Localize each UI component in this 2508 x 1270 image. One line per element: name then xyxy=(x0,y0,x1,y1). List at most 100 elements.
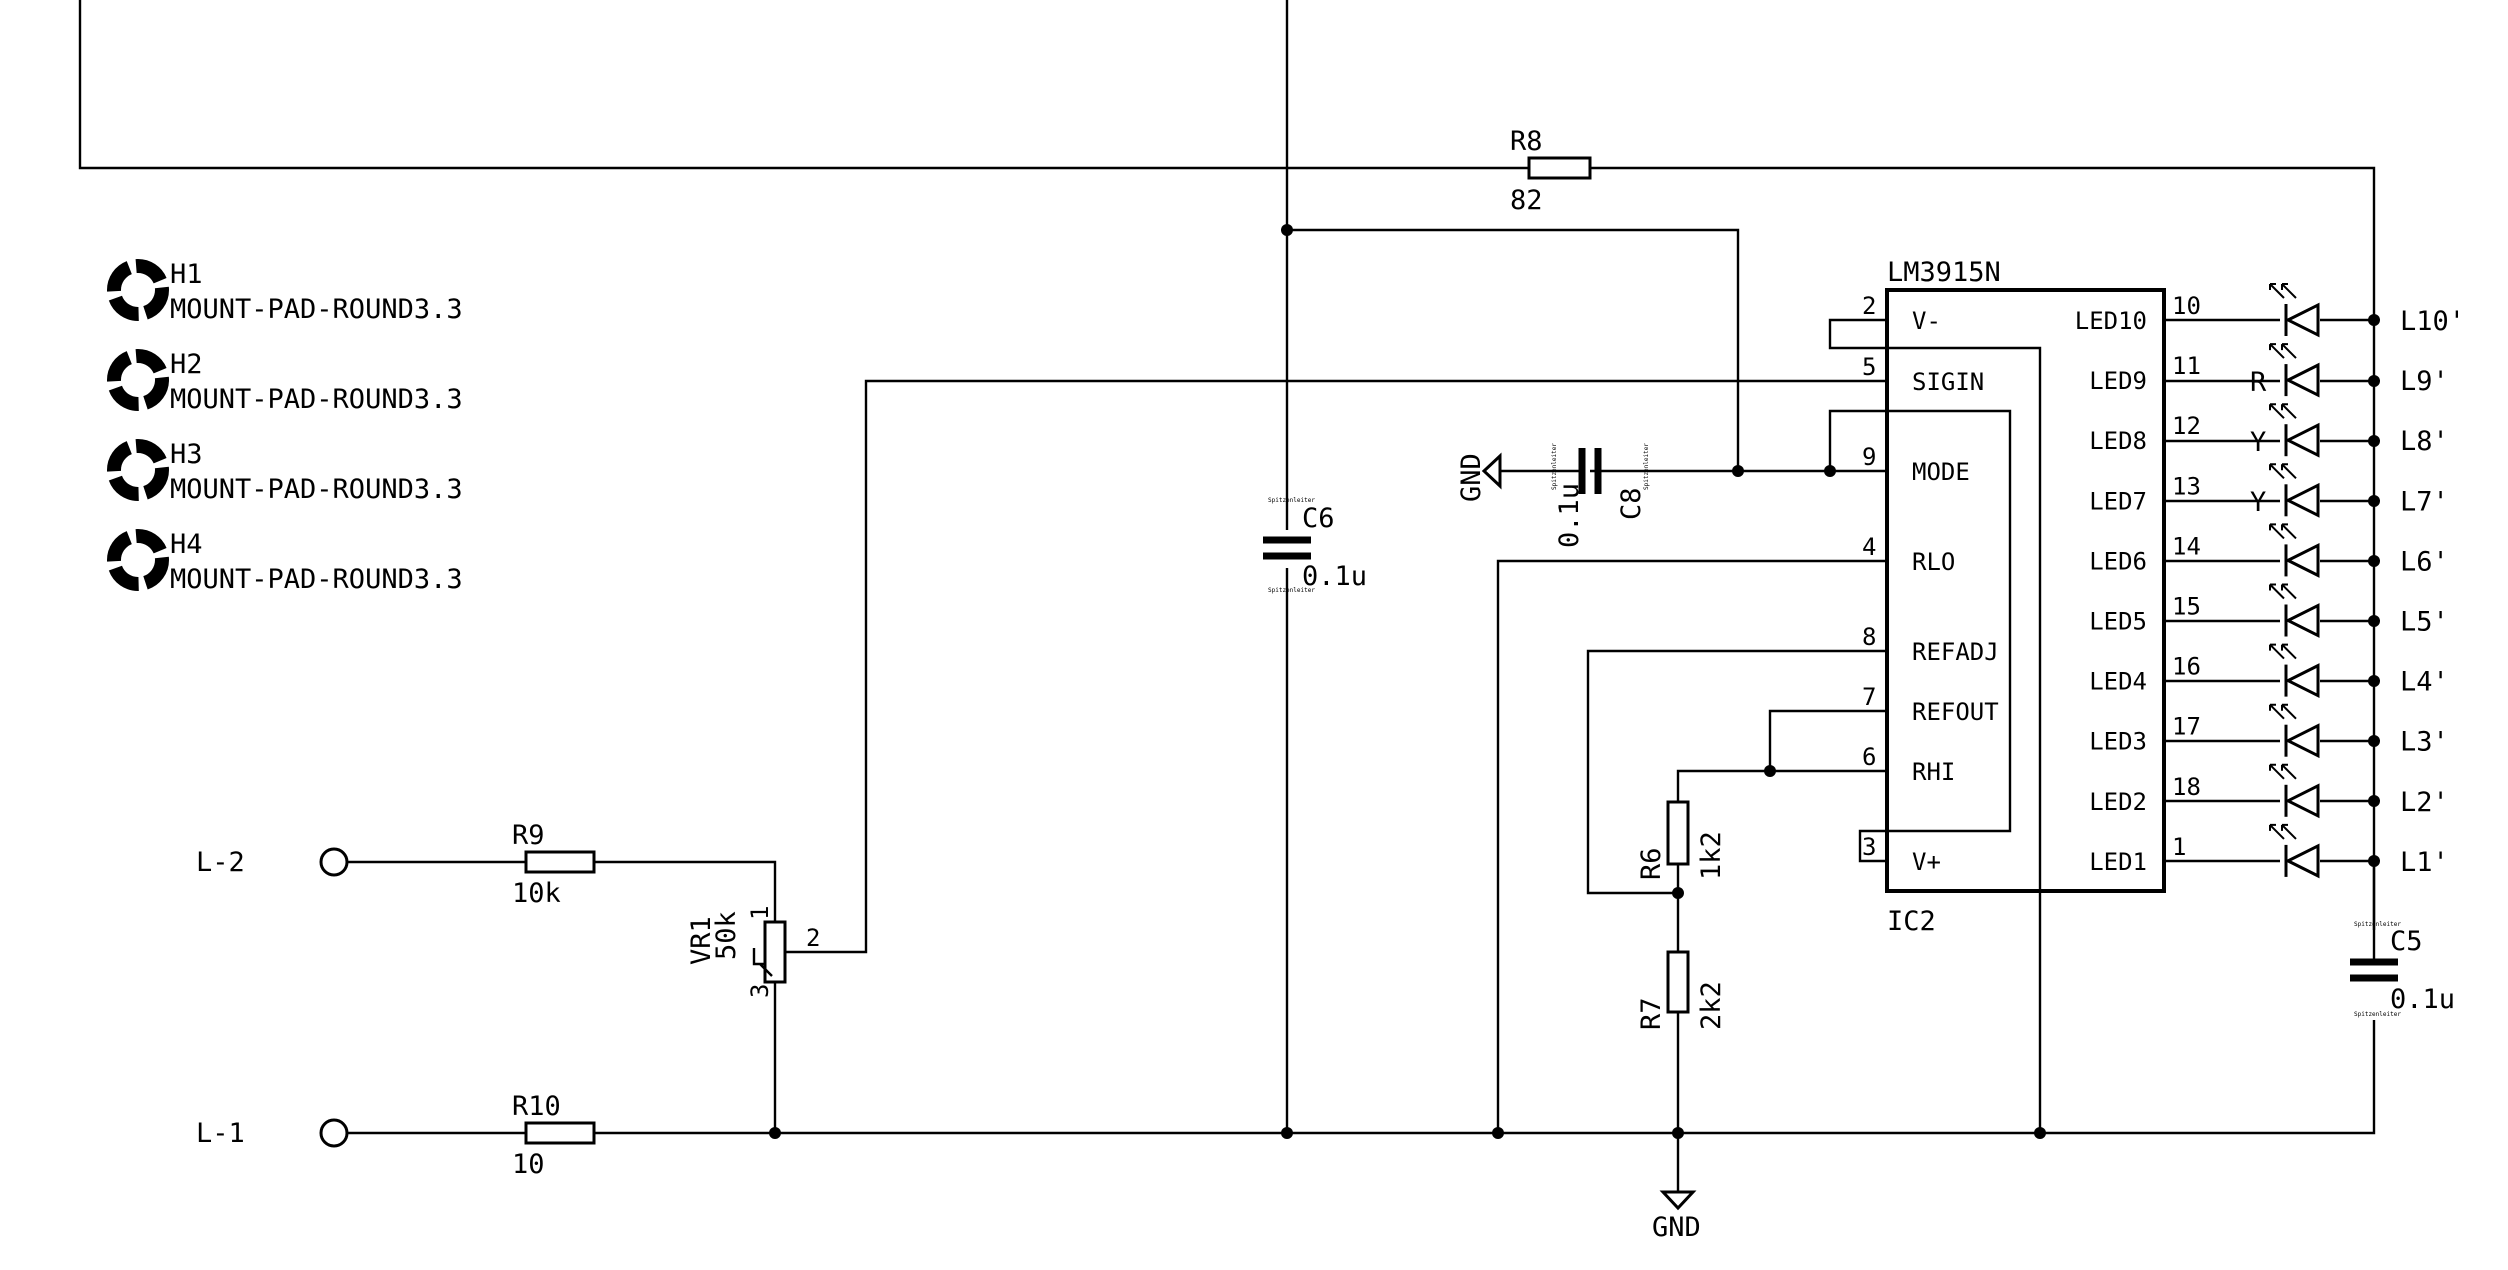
mount-pad-ref: H2 xyxy=(170,349,203,380)
resistor-ref: R10 xyxy=(512,1091,561,1122)
capacitor-ref: C5 xyxy=(2390,926,2423,957)
pot-pin-label: 2 xyxy=(806,924,820,952)
resistor-r6: R6 1k2 xyxy=(1636,800,1727,880)
ic-right-pins: 10LED1011LED912LED813LED714LED615LED516L… xyxy=(2075,292,2201,876)
net-label: L9' xyxy=(2400,366,2449,397)
ic-pin-number: 5 xyxy=(1862,353,1876,381)
resistor-ref: R8 xyxy=(1510,126,1543,157)
mount-pad-h1: H1 MOUNT-PAD-ROUND3.3 xyxy=(107,259,463,325)
ic-pin-name: LED7 xyxy=(2089,487,2147,515)
ic-pin-name: LED1 xyxy=(2089,848,2147,876)
led-diode xyxy=(2269,283,2320,338)
ic-pin-name: MODE xyxy=(1912,458,1970,486)
terminal-l2: L-2 xyxy=(196,847,349,878)
ic-pin-number: 6 xyxy=(1862,743,1876,771)
ic-pin-number: 14 xyxy=(2172,532,2201,560)
mount-pad-h3: H3 MOUNT-PAD-ROUND3.3 xyxy=(107,439,463,505)
mount-pad-ref: H3 xyxy=(170,439,203,470)
ground-label: GND xyxy=(1652,1212,1701,1243)
capacitor-ref: C6 xyxy=(1302,503,1335,534)
junction-dot xyxy=(2368,495,2380,507)
junction-dot xyxy=(2368,375,2380,387)
ic-pin-number: 15 xyxy=(2172,593,2201,621)
pot-value: 50k xyxy=(711,911,742,960)
wire-refadj xyxy=(1586,649,1887,895)
resistor-r10: R10 10 xyxy=(512,1091,596,1180)
junction-dot xyxy=(1672,887,1684,899)
capacitor-value: 0.1u xyxy=(2390,984,2455,1015)
resistor-ref: R6 xyxy=(1636,847,1667,880)
ic-pin-number: 7 xyxy=(1862,683,1876,711)
junction-dot xyxy=(1824,465,1836,477)
ground-left: GND xyxy=(1456,452,1502,502)
pot-ref: VR1 xyxy=(686,916,717,965)
ic-pin-number: 8 xyxy=(1862,623,1876,651)
junction-dot xyxy=(1732,465,1744,477)
net-label: L8' xyxy=(2400,426,2449,457)
junction-dot xyxy=(2368,735,2380,747)
junction-dot xyxy=(2368,795,2380,807)
ic-pin-name: LED6 xyxy=(2089,547,2147,575)
wire-top-rail xyxy=(78,0,1529,170)
terminal-l1: L-1 xyxy=(196,1118,349,1149)
ic-pin-number: 11 xyxy=(2172,352,2201,380)
pot-pin-label: 1 xyxy=(746,906,774,920)
led-color-label: Y xyxy=(2250,427,2266,458)
resistor-value: 1k2 xyxy=(1696,831,1727,880)
ic-pin-name: LED2 xyxy=(2089,788,2147,816)
ic-pin-number: 2 xyxy=(1862,292,1876,320)
net-label: L5' xyxy=(2400,607,2449,638)
ic-pin-name: SIGIN xyxy=(1912,368,1984,396)
wire-sigin xyxy=(778,379,1887,954)
resistor-r7: R7 2k2 xyxy=(1636,950,1727,1030)
led-diode xyxy=(2269,823,2320,879)
potentiometer-vr1: VR1 50k 1 2 3 xyxy=(686,906,820,998)
mount-pads: H1 MOUNT-PAD-ROUND3.3 H2 MOUNT-PAD-ROUND… xyxy=(107,259,463,595)
ic-pin-name: LED3 xyxy=(2089,728,2147,756)
ic-pin-name: RHI xyxy=(1912,758,1955,786)
led-diode xyxy=(2269,463,2320,518)
mount-pad-h2: H2 MOUNT-PAD-ROUND3.3 xyxy=(107,349,463,415)
wire-bottom-rail xyxy=(594,1020,2376,1135)
mount-pad-h4: H4 MOUNT-PAD-ROUND3.3 xyxy=(107,529,463,595)
junction-dot xyxy=(2368,314,2380,326)
wire-vplus-stub xyxy=(1858,829,1887,863)
resistor-value: 2k2 xyxy=(1696,981,1727,1030)
resistor-ref: R9 xyxy=(512,820,545,851)
led-column: L10'L9'L8'L7'L6'L5'L4'L3'L2'L1'RYY xyxy=(2250,283,2465,879)
ic-pin-name: V+ xyxy=(1912,848,1941,876)
net-label: L7' xyxy=(2400,486,2449,517)
resistor-r9: R9 10k xyxy=(512,820,596,909)
junction-dot xyxy=(2034,1127,2046,1139)
ic-pin-number: 18 xyxy=(2172,773,2201,801)
ic-pin-name: V- xyxy=(1912,307,1941,335)
mount-pad-ref: H4 xyxy=(170,529,203,560)
net-label: L1' xyxy=(2400,847,2449,878)
ic-pin-number: 10 xyxy=(2172,292,2201,320)
capacitor-value: 0.1u xyxy=(1302,561,1367,592)
led-diode xyxy=(2269,763,2320,819)
wire-refout xyxy=(1768,709,1887,771)
ic-pin-name: LED4 xyxy=(2089,668,2147,696)
net-label: L4' xyxy=(2400,667,2449,698)
mount-pad-value: MOUNT-PAD-ROUND3.3 xyxy=(170,564,463,595)
mount-pad-value: MOUNT-PAD-ROUND3.3 xyxy=(170,294,463,325)
led-color-label: R xyxy=(2250,367,2267,398)
junction-dot xyxy=(1492,1127,1504,1139)
wire-rlo xyxy=(1496,559,1887,1133)
cap-pin-label: Spitzenleiter xyxy=(1551,443,1558,490)
resistor-value: 82 xyxy=(1510,185,1543,216)
ic-lm3915n: LM3915N IC2 2V-5SIGIN9MODE4RLO8REFADJ7RE… xyxy=(1862,257,2201,937)
ic-pin-name: LED5 xyxy=(2089,608,2147,636)
capacitor-ref: C8 xyxy=(1616,487,1647,520)
ic-part-name: LM3915N xyxy=(1887,257,2001,288)
ic-pin-number: 17 xyxy=(2172,713,2201,741)
resistor-value: 10 xyxy=(512,1149,545,1180)
capacitor-c5: Spitzenleiter Spitzenleiter C5 0.1u xyxy=(2350,861,2455,1018)
mount-pad-value: MOUNT-PAD-ROUND3.3 xyxy=(170,384,463,415)
ic-pin-name: LED9 xyxy=(2089,367,2147,395)
capacitor-value: 0.1u xyxy=(1554,483,1585,548)
junction-dot xyxy=(2368,435,2380,447)
led-diode xyxy=(2269,403,2320,458)
